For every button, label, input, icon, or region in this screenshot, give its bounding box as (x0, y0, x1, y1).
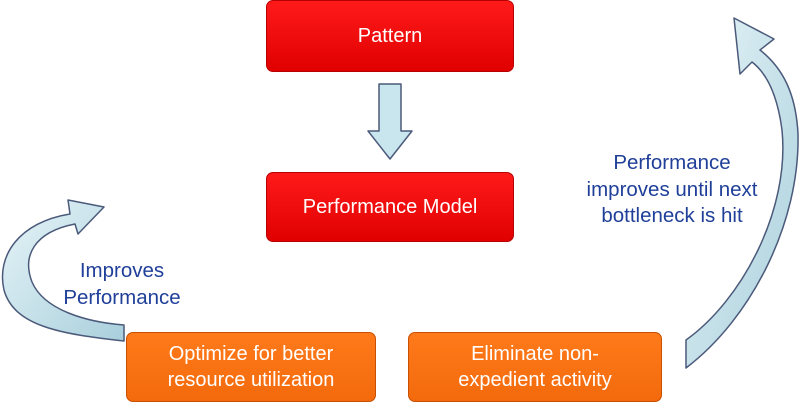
down-arrow-icon (367, 83, 413, 160)
optimize-box: Optimize for better resource utilization (126, 332, 376, 402)
pattern-box: Pattern (266, 0, 514, 72)
until-next-note-line-3: bottleneck is hit (601, 204, 743, 228)
performance-model-label: Performance Model (302, 196, 478, 218)
eliminate-label-line-1: Eliminate non- (471, 343, 599, 365)
right-curved-arrow-icon (685, 17, 799, 369)
improves-until-next-note: Performance improves until next bottlene… (572, 150, 772, 230)
until-next-note-line-1: Performance (613, 151, 731, 174)
left-curved-arrow-icon (1, 199, 125, 342)
eliminate-box: Eliminate non- expedient activity (408, 332, 662, 402)
eliminate-label-line-2: expedient activity (458, 369, 612, 391)
optimize-label-line-1: Optimize for better (168, 343, 334, 365)
improves-note-line-1: Improves (79, 259, 165, 282)
optimize-label-line-2: resource utilization (167, 369, 335, 391)
performance-model-box: Performance Model (266, 172, 514, 242)
improves-performance-note: Improves Performance (52, 258, 192, 311)
pattern-label: Pattern (357, 25, 423, 47)
improves-note-line-2: Performance (63, 285, 181, 309)
until-next-note-line-2: improves until next (586, 177, 758, 201)
